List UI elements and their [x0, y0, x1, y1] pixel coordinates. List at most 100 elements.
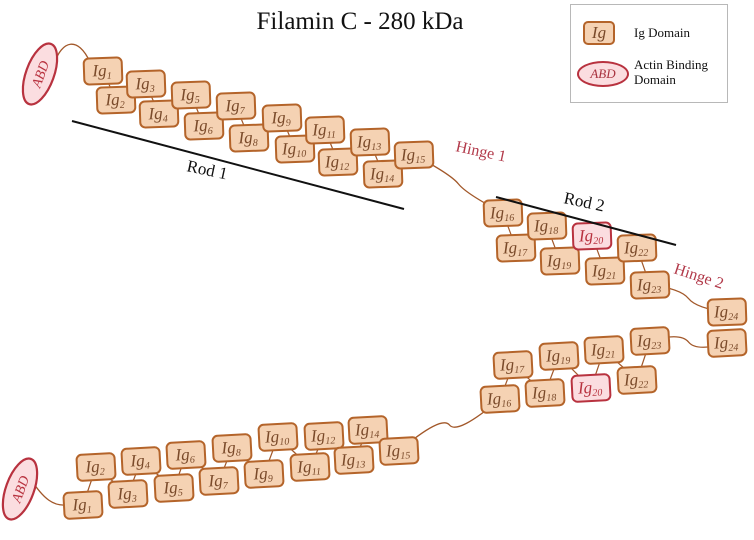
- ig-domain-top-23: Ig23: [629, 270, 671, 300]
- ig-domain-top-21: Ig21: [584, 256, 626, 286]
- ig-domain-box: [317, 147, 359, 177]
- ig-domain-bottom-18: Ig18: [524, 378, 566, 408]
- ig-domain-top-22: Ig22: [616, 233, 658, 263]
- ig-domain-box: [570, 373, 612, 403]
- rod2-label: Rod 2: [562, 188, 606, 215]
- hinge-linker: [398, 398, 501, 452]
- ig-domain-box: [304, 115, 346, 145]
- ig-domain-bottom-15: Ig15: [378, 436, 420, 466]
- ig-domain-box: [165, 440, 207, 470]
- ig-domain-bottom-12: Ig12: [303, 421, 345, 451]
- ig-domain-box: [215, 91, 257, 121]
- ig-domain-box: [539, 246, 581, 276]
- ig-domain-bottom-2: Ig2: [75, 452, 117, 482]
- ig-domain-box: [107, 479, 149, 509]
- ig-domain-bottom-17: Ig17: [492, 350, 534, 380]
- ig-domain-top-4: Ig4: [138, 99, 180, 129]
- ig-domain-bottom-10: Ig10: [257, 422, 299, 452]
- ig-domain-box: [482, 198, 524, 228]
- abd-top: ABD: [21, 42, 59, 106]
- ig-domain-bottom-16: Ig16: [479, 384, 521, 414]
- legend-abd-swatch: ABD: [577, 61, 629, 87]
- ig-domain-box: [211, 433, 253, 463]
- ig-domain-box: [349, 127, 391, 157]
- ig-domain-box: [362, 159, 404, 189]
- legend-abd-label: Actin Binding Domain: [634, 57, 709, 87]
- diagram-title: Filamin C - 280 kDa: [256, 8, 464, 35]
- ig-domain-bottom-6: Ig6: [165, 440, 207, 470]
- ig-domain-box: [526, 211, 568, 241]
- ig-domain-bottom-19: Ig19: [538, 341, 580, 371]
- ig-domain-box: [706, 297, 748, 327]
- ig-domain-box: [153, 473, 195, 503]
- ig-domain-box: [492, 350, 534, 380]
- ig-domain-top-14: Ig14: [362, 159, 404, 189]
- rod1-line: [71, 120, 405, 210]
- ig-domain-bottom-14: Ig14: [347, 415, 389, 445]
- ig-domain-top-20: Ig20: [571, 221, 613, 251]
- ig-domain-top-15: Ig15: [393, 140, 435, 170]
- ig-domain-bottom-11: Ig11: [289, 452, 331, 482]
- ig-domain-box: [706, 328, 748, 358]
- hinge2-label: Hinge 2: [672, 261, 726, 293]
- ig-domain-top-18: Ig18: [526, 211, 568, 241]
- ig-domain-box: [479, 384, 521, 414]
- hinge1-label: Hinge 1: [454, 138, 508, 165]
- ig-domain-top-10: Ig10: [274, 134, 316, 164]
- ig-domain-box: [333, 445, 375, 475]
- ig-domain-box: [243, 459, 285, 489]
- ig-domain-box: [584, 256, 626, 286]
- ig-domain-bottom-20: Ig20: [570, 373, 612, 403]
- ig-domain-top-24: Ig24: [706, 297, 748, 327]
- ig-domain-bottom-13: Ig13: [333, 445, 375, 475]
- ig-domain-box: [125, 69, 167, 99]
- ig-domain-box: [198, 466, 240, 496]
- ig-domain-box: [138, 99, 180, 129]
- ig-domain-top-2: Ig2: [95, 85, 137, 115]
- ig-domain-box: [170, 80, 212, 110]
- ig-domain-top-16: Ig16: [482, 198, 524, 228]
- ig-domain-box: [289, 452, 331, 482]
- ig-domain-bottom-5: Ig5: [153, 473, 195, 503]
- ig-domain-box: [261, 103, 303, 133]
- ig-domain-top-5: Ig5: [170, 80, 212, 110]
- ig-domain-top-19: Ig19: [539, 246, 581, 276]
- legend: Ig Ig Domain ABD Actin Binding Domain: [570, 4, 728, 103]
- ig-domain-top-11: Ig11: [304, 115, 346, 145]
- ig-domain-top-6: Ig6: [183, 111, 225, 141]
- ig-domain-box: [120, 446, 162, 476]
- ig-domain-box: [228, 123, 270, 153]
- ig-domain-top-7: Ig7: [215, 91, 257, 121]
- ig-domain-bottom-9: Ig9: [243, 459, 285, 489]
- ig-domain-box: [583, 335, 625, 365]
- ig-domain-box: [629, 326, 671, 356]
- ig-domain-box: [274, 134, 316, 164]
- ig-domain-box: [393, 140, 435, 170]
- ig-domain-bottom-1: Ig1: [62, 490, 104, 520]
- ig-domain-box: [95, 85, 137, 115]
- ig-domain-top-1: Ig1: [82, 56, 124, 86]
- ig-domain-box: [538, 341, 580, 371]
- ig-domain-box: [629, 270, 671, 300]
- ig-domain-bottom-24: Ig24: [706, 328, 748, 358]
- ig-domain-box: [524, 378, 566, 408]
- ig-domain-bottom-21: Ig21: [583, 335, 625, 365]
- ig-domain-box: [62, 490, 104, 520]
- ig-domain-bottom-8: Ig8: [211, 433, 253, 463]
- ig-domain-box: [257, 422, 299, 452]
- ig-domain-top-17: Ig17: [495, 233, 537, 263]
- ig-domain-top-13: Ig13: [349, 127, 391, 157]
- ig-domain-bottom-23: Ig23: [629, 326, 671, 356]
- ig-domain-box: [183, 111, 225, 141]
- ig-domain-box: [378, 436, 420, 466]
- ig-domain-box: [75, 452, 117, 482]
- rod2-line: [495, 196, 677, 246]
- ig-domain-bottom-3: Ig3: [107, 479, 149, 509]
- ig-domain-box: [303, 421, 345, 451]
- ig-domain-box: [347, 415, 389, 445]
- ig-domain-top-9: Ig9: [261, 103, 303, 133]
- ig-domain-top-8: Ig8: [228, 123, 270, 153]
- legend-ig-label: Ig Domain: [634, 25, 690, 40]
- ig-domain-top-12: Ig12: [317, 147, 359, 177]
